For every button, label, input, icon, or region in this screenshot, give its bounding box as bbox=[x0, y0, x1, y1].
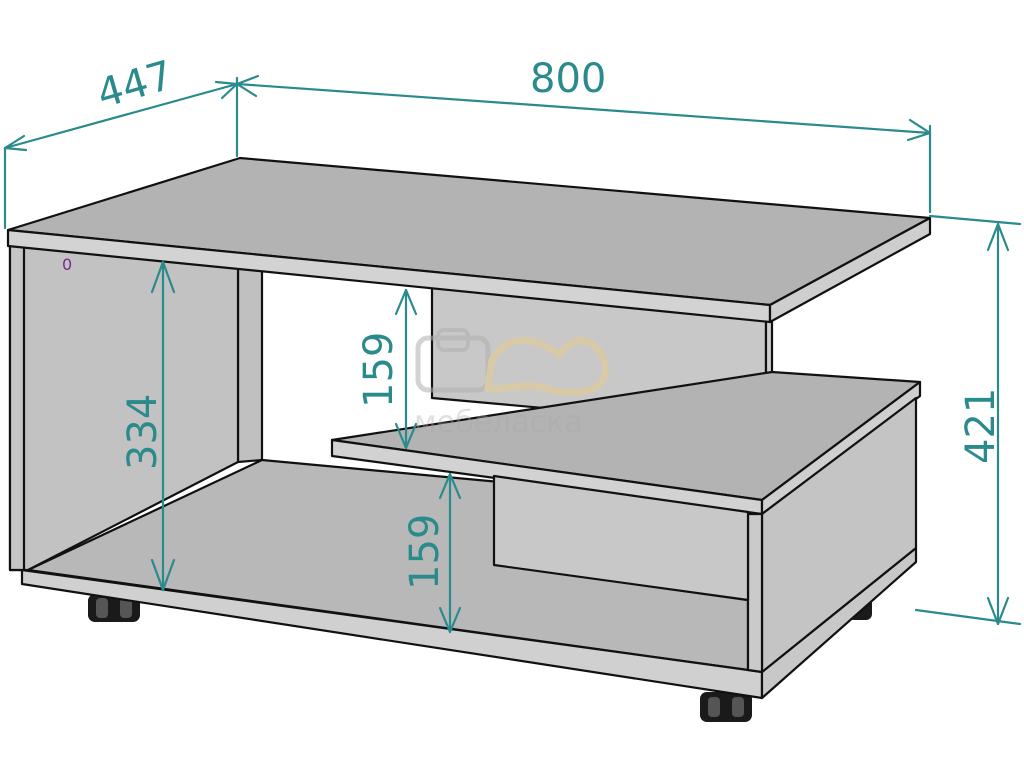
depth-label: 447 bbox=[92, 52, 178, 117]
inner-height-label: 334 bbox=[120, 394, 166, 470]
lower-partition bbox=[492, 474, 750, 602]
left-side-panel-face bbox=[8, 242, 26, 572]
upper-gap-dimension: 159 bbox=[356, 288, 418, 450]
lower-gap-label: 159 bbox=[402, 514, 448, 590]
upper-gap-label: 159 bbox=[356, 332, 402, 408]
watermark-logo: мебеласка bbox=[414, 328, 609, 440]
height-dimension: 421 bbox=[914, 214, 1022, 626]
marker-label: 0 bbox=[62, 255, 72, 274]
height-label: 421 bbox=[958, 388, 1004, 464]
watermark-text: мебеласка bbox=[414, 405, 583, 440]
caster-front-right bbox=[700, 692, 752, 722]
width-dimension: 800 bbox=[235, 56, 932, 214]
right-box-top-side bbox=[760, 380, 922, 516]
inner-height-dimension: 334 bbox=[120, 260, 176, 592]
lower-gap-dimension: 159 bbox=[402, 472, 462, 634]
right-box-front bbox=[746, 512, 764, 674]
width-label: 800 bbox=[530, 56, 606, 102]
table-top-side-edge bbox=[768, 216, 932, 324]
